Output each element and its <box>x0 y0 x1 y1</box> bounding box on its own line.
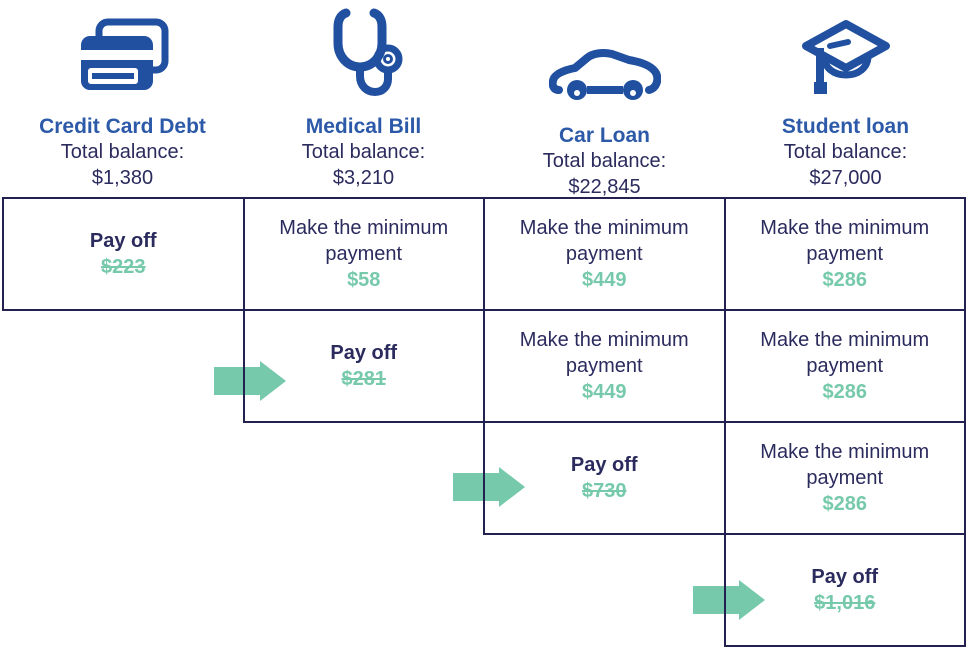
debt-title: Student loan <box>781 115 910 138</box>
table-row: Pay off $1,016 <box>3 533 966 647</box>
balance-label: Total balance: <box>301 141 426 163</box>
minimum-payment-amount: $449 <box>582 269 627 291</box>
minimum-payment-amount: $286 <box>822 381 868 403</box>
table-row: Pay off $223 Make the minimum payment $5… <box>2 197 966 311</box>
payment-cell-payoff: Pay off $1,016 <box>723 533 966 647</box>
table-row: Pay off $281 Make the minimum payment $4… <box>3 309 966 423</box>
empty-cell <box>3 534 244 646</box>
payment-cell-minimum: Make the minimum payment $58 <box>242 197 485 311</box>
payment-cell-payoff: Pay off $223 <box>2 197 245 311</box>
balance-label: Total balance: <box>542 150 667 172</box>
empty-cell <box>3 310 244 422</box>
balance-amount: $22,845 <box>568 176 641 198</box>
minimum-payment-amount: $449 <box>582 381 627 403</box>
debt-title: Car Loan <box>558 124 650 147</box>
minimum-payment-amount: $58 <box>347 269 381 291</box>
payment-cell-minimum: Make the minimum payment $449 <box>483 197 726 311</box>
car-icon <box>548 0 661 118</box>
payment-schedule-table: Pay off $223 Make the minimum payment $5… <box>2 197 966 647</box>
empty-cell <box>484 534 725 646</box>
payoff-label: Pay off <box>811 566 879 588</box>
balance-amount: $1,380 <box>91 167 154 189</box>
payoff-amount: $223 <box>101 256 146 278</box>
payoff-amount: $281 <box>341 368 387 390</box>
credit-card-icon <box>75 0 171 109</box>
table-row: Pay off $730 Make the minimum payment $2… <box>3 421 966 535</box>
debt-column-header-credit-card: Credit Card Debt Total balance: $1,380 <box>2 0 243 201</box>
empty-cell <box>3 422 244 534</box>
minimum-payment-label: Make the minimum payment <box>760 441 930 489</box>
minimum-payment-label: Make the minimum payment <box>760 217 930 265</box>
empty-cell <box>244 422 485 534</box>
minimum-payment-amount: $286 <box>822 269 868 291</box>
minimum-payment-amount: $286 <box>822 493 868 515</box>
debt-column-header-medical-bill: Medical Bill Total balance: $3,210 <box>243 0 484 201</box>
minimum-payment-label: Make the minimum payment <box>519 217 689 265</box>
payoff-label: Pay off <box>330 342 398 364</box>
payoff-amount: $1,016 <box>814 592 876 614</box>
payoff-label: Pay off <box>570 454 638 476</box>
payment-cell-payoff: Pay off $281 <box>242 309 485 423</box>
debt-column-header-student-loan: Student loan Total balance: $27,000 <box>725 0 966 201</box>
balance-label: Total balance: <box>60 141 185 163</box>
balance-amount: $3,210 <box>332 167 395 189</box>
minimum-payment-label: Make the minimum payment <box>519 329 689 377</box>
empty-cell <box>244 534 485 646</box>
payment-cell-minimum: Make the minimum payment $286 <box>723 421 966 535</box>
balance-amount: $27,000 <box>809 167 882 189</box>
payment-cell-payoff: Pay off $730 <box>483 421 726 535</box>
payoff-amount: $730 <box>582 480 627 502</box>
payment-cell-minimum: Make the minimum payment $286 <box>723 197 966 311</box>
payoff-label: Pay off <box>89 230 157 252</box>
minimum-payment-label: Make the minimum payment <box>760 329 930 377</box>
debt-title: Medical Bill <box>305 115 422 138</box>
debt-header-row: Credit Card Debt Total balance: $1,380 M… <box>2 0 966 198</box>
debt-title: Credit Card Debt <box>39 115 206 138</box>
payment-cell-minimum: Make the minimum payment $286 <box>723 309 966 423</box>
payment-cell-minimum: Make the minimum payment $449 <box>483 309 726 423</box>
debt-column-header-car-loan: Car Loan Total balance: $22,845 <box>484 0 725 201</box>
balance-label: Total balance: <box>783 141 908 163</box>
minimum-payment-label: Make the minimum payment <box>279 217 449 265</box>
graduation-cap-icon <box>800 0 892 109</box>
stethoscope-icon <box>323 0 405 109</box>
